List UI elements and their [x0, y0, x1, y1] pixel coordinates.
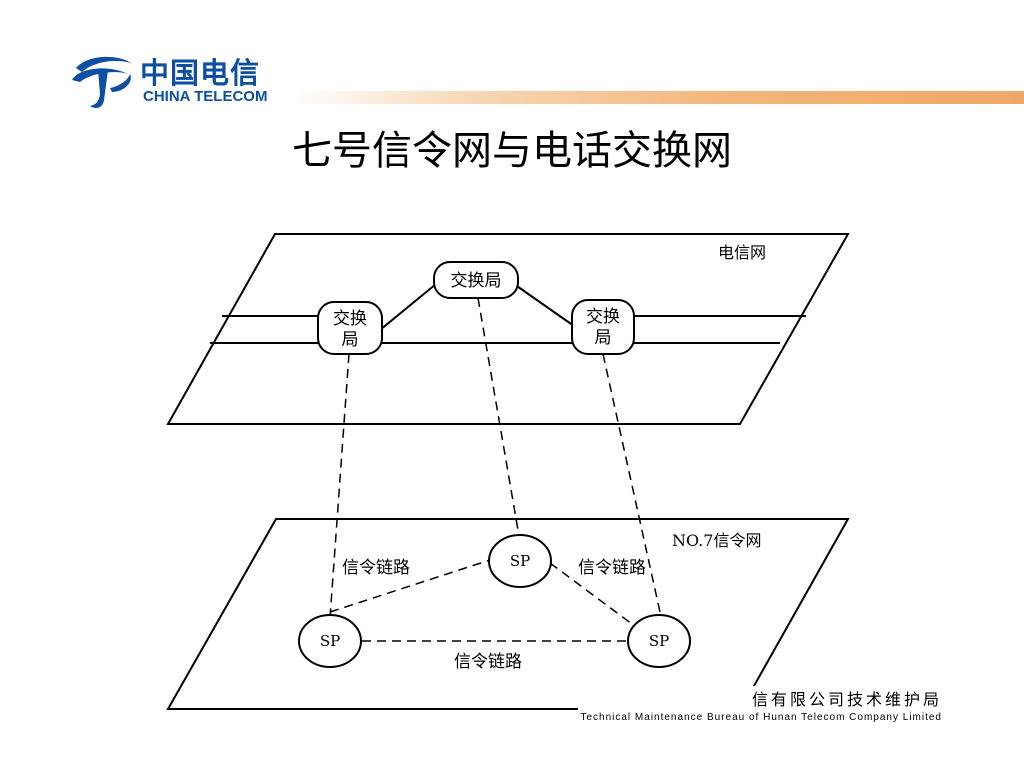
sp-node-left [298, 614, 362, 668]
page-title: 七号信令网与电话交换网 [292, 128, 732, 174]
signaling-link-label-left: 信令链路 [342, 558, 410, 578]
exchange-node-left-label-line2: 局 [342, 330, 359, 350]
signaling-link [329, 559, 491, 613]
telecom-network-plane [166, 233, 850, 425]
signaling-link-label-right: 信令链路 [578, 558, 646, 578]
logo-english-text: CHINA TELECOM [143, 88, 268, 105]
footer-chinese-text: 信有限公司技术维护局 [751, 690, 942, 709]
sp-node-top [488, 534, 552, 588]
exchange-node-left [317, 301, 383, 355]
china-telecom-logo-icon [72, 56, 132, 108]
exchange-node-top-label: 交换局 [451, 271, 502, 291]
trunk-line [379, 283, 437, 331]
exchange-node-left-label-line1: 交换 [333, 309, 367, 329]
exchange-node-right-label-line1: 交换 [586, 307, 620, 327]
telecom-network-label: 电信网 [718, 243, 766, 262]
footer: 信有限公司技术维护局 Technical Maintenance Bureau … [578, 686, 942, 723]
trunk-line [513, 283, 575, 327]
signaling-link-label-bottom: 信令链路 [454, 652, 522, 672]
exchange-node-right [571, 299, 635, 355]
signaling-link [549, 562, 633, 625]
signaling-association-line [329, 353, 350, 619]
sp-node-top-label: SP [510, 552, 530, 570]
china-telecom-logo: 中国电信 CHINA TELECOM [68, 50, 278, 112]
sp-node-right [627, 614, 691, 668]
exchange-node-top [433, 261, 519, 299]
signaling-association-line [477, 297, 519, 531]
header-gradient-bar [290, 91, 1024, 104]
exchange-node-right-label-line2: 局 [595, 328, 612, 348]
logo-chinese-text: 中国电信 [140, 56, 261, 90]
sp-node-right-label: SP [649, 632, 669, 650]
sp-node-left-label: SP [320, 632, 340, 650]
footer-english-text: Technical Maintenance Bureau of Hunan Te… [580, 712, 942, 723]
no7-network-label: NO.7信令网 [672, 531, 761, 550]
